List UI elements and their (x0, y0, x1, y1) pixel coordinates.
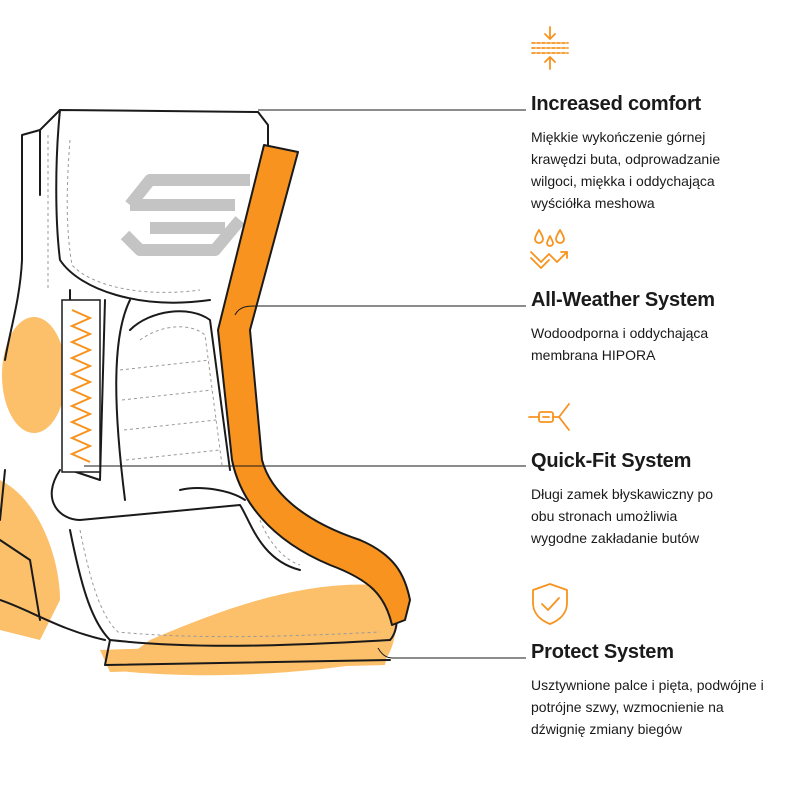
feature-description: Długi zamek błyskawiczny po obu stronach… (531, 486, 714, 546)
feature-protect-system: Protect System Usztywnione palce i pięta… (531, 640, 791, 740)
feature-title: Protect System (531, 641, 674, 663)
shield-check-icon (532, 583, 568, 625)
brand-logo (120, 174, 250, 256)
callout-line-weather (234, 305, 526, 316)
stitching (47, 135, 381, 638)
callout-line-protect (377, 647, 526, 659)
compress-arrows-icon (531, 26, 569, 70)
feature-all-weather-system: All-Weather System Wodoodporna i oddycha… (531, 288, 791, 366)
feature-title: Quick-Fit System (531, 450, 692, 472)
feature-increased-comfort: Increased comfort Miękkie wykończenie gó… (531, 92, 791, 214)
feature-quick-fit-system: Quick-Fit System Długi zamek błyskawiczn… (531, 449, 791, 549)
feature-title: Increased comfort (531, 93, 701, 115)
zipper (61, 299, 101, 473)
boot-outline (0, 109, 398, 666)
feature-description: Usztywnione palce i pięta, podwójne i po… (531, 677, 764, 737)
weather-drops-icon (530, 229, 568, 269)
callout-lines (84, 109, 526, 659)
ankle-protector (2, 317, 66, 433)
zipper-icon (528, 403, 570, 431)
feature-description: Wodoodporna i oddychająca membrana HIPOR… (531, 325, 709, 363)
protection-zones (0, 317, 396, 676)
inner-lining-cross-section (217, 144, 411, 626)
feature-description: Miękkie wykończenie górnej krawędzi buta… (531, 129, 721, 211)
feature-title: All-Weather System (531, 289, 715, 311)
